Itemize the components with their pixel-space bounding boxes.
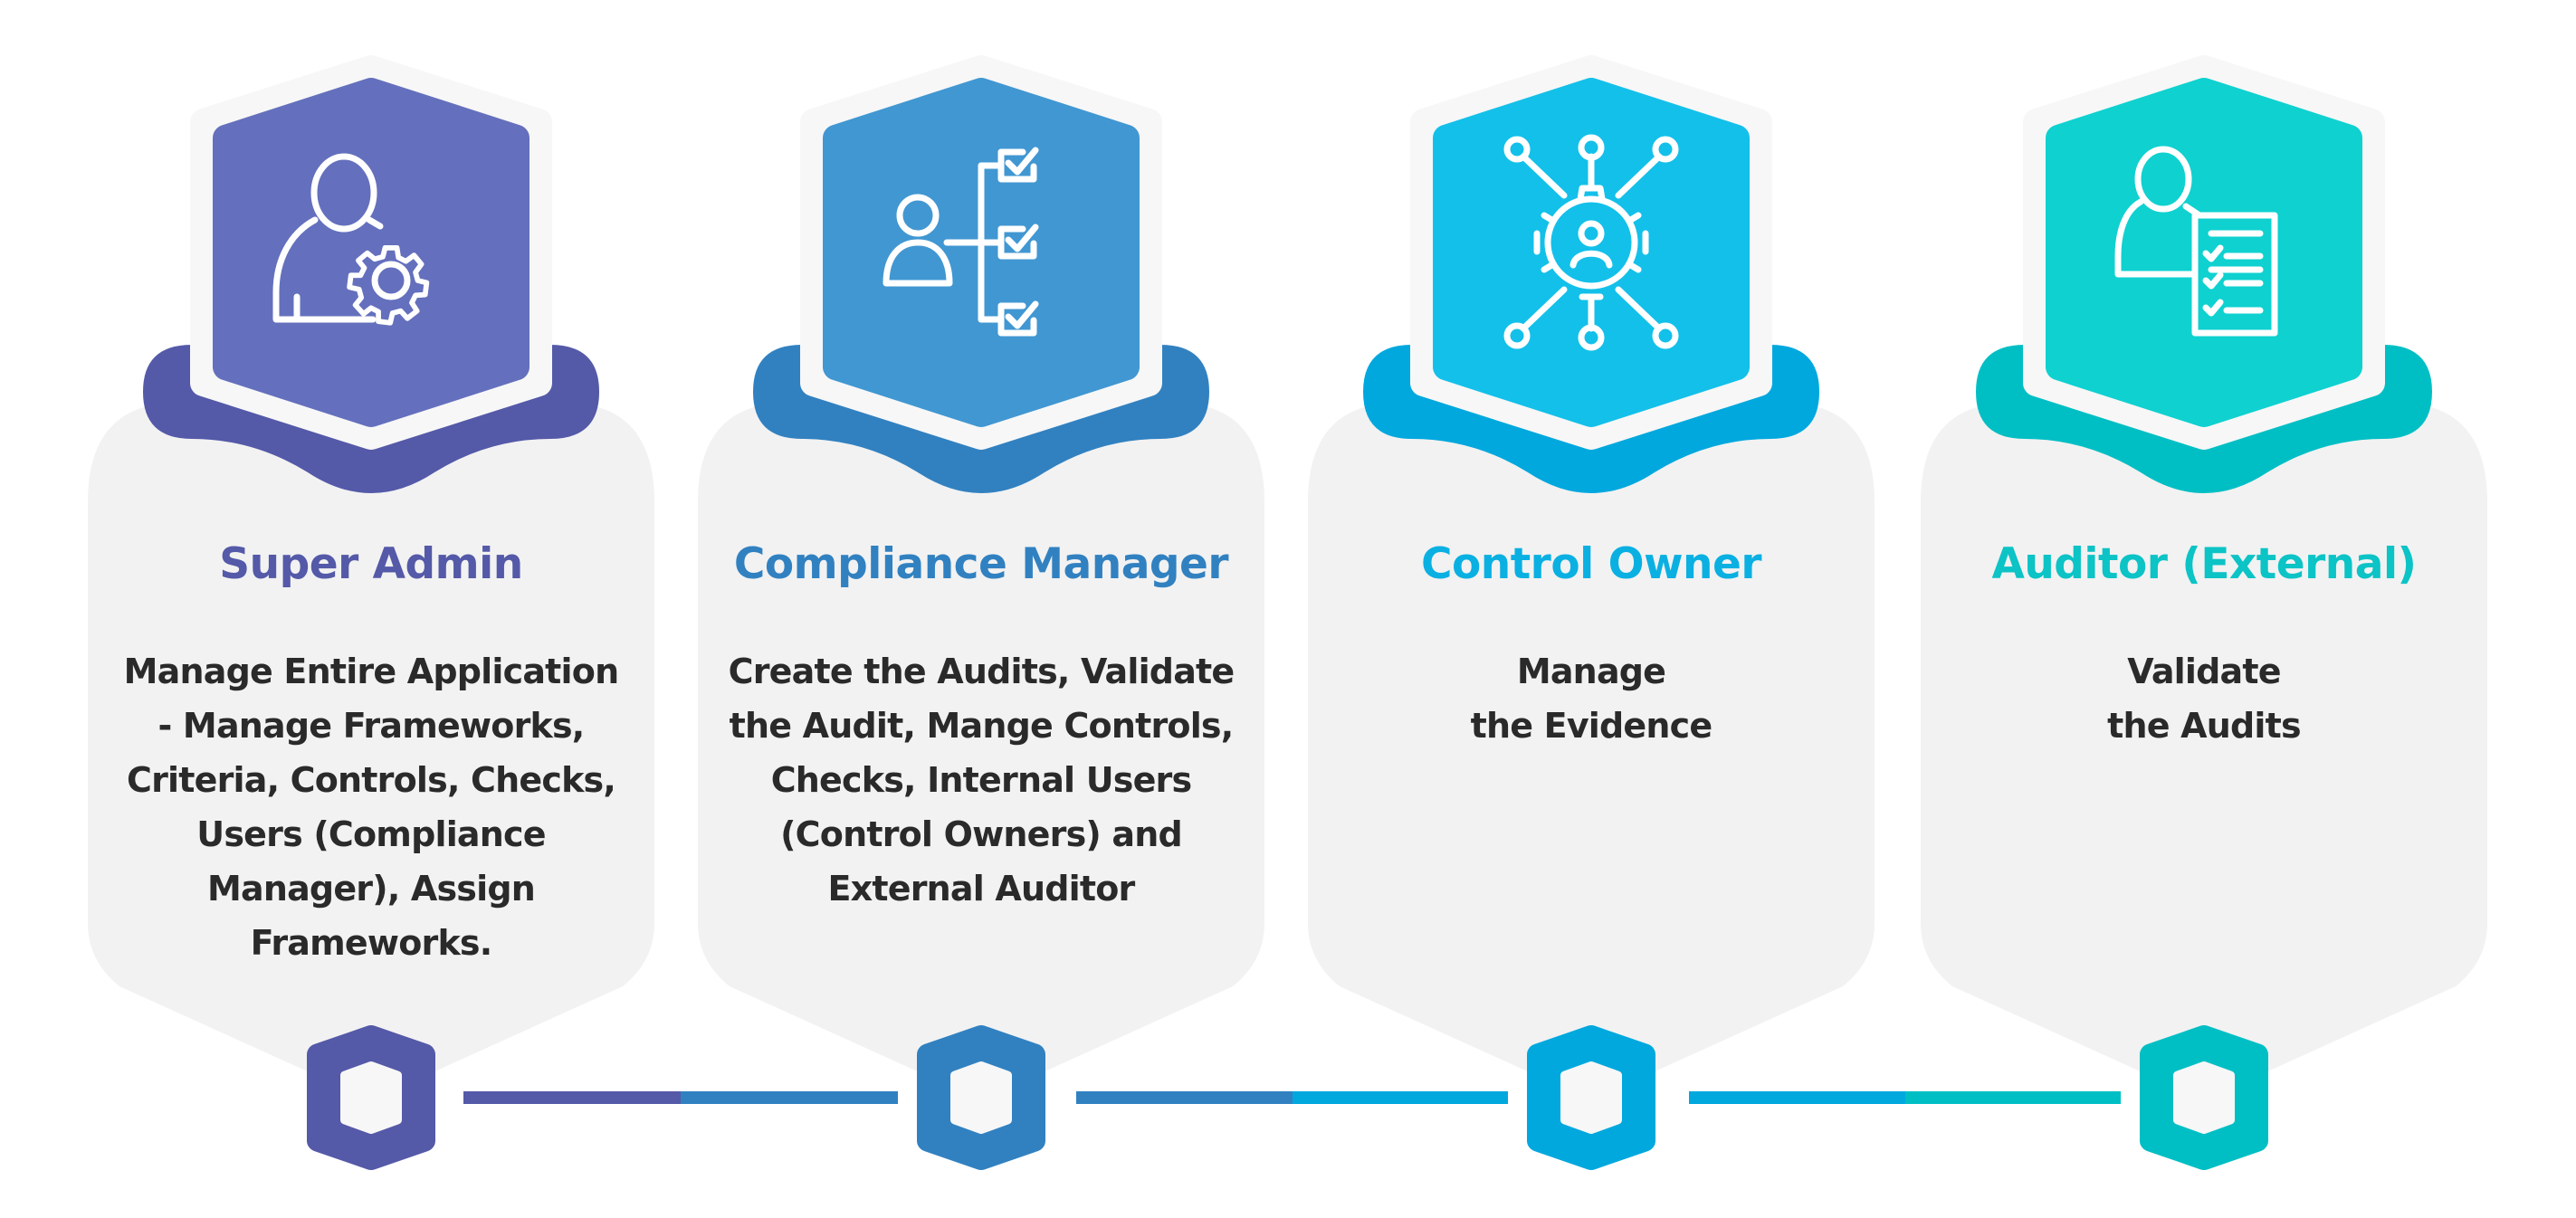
connector-segment	[1689, 1091, 1905, 1104]
role-description: Manage Entire Application - Manage Framew…	[91, 644, 652, 970]
role-card-graphic	[1308, 55, 1875, 1170]
description-line: External Auditor	[827, 869, 1136, 909]
role-card-2: Compliance Manager Create the Audits, Va…	[664, 0, 1298, 1218]
icon-hexagon	[213, 78, 530, 427]
role-card-4: Auditor (External) Validate the Audits	[1887, 0, 2521, 1218]
description-line: Frameworks.	[250, 923, 493, 963]
role-title: Super Admin	[219, 539, 523, 589]
role-card-3: Control Owner Manage the Evidence	[1274, 0, 1908, 1218]
description-line: the Evidence	[1470, 706, 1713, 746]
description-line: Manage	[1516, 652, 1666, 691]
connector-segment	[1904, 1091, 2121, 1104]
description-line: Manage Entire Application	[123, 652, 619, 691]
card-background	[698, 403, 1264, 1093]
connector-line	[1689, 1091, 2121, 1104]
role-title: Control Owner	[1420, 539, 1762, 589]
description-line: (Control Owners) and	[780, 814, 1183, 854]
connector-segment	[681, 1091, 898, 1104]
card-background	[88, 403, 654, 1093]
role-card-graphic	[1921, 55, 2487, 1170]
description-line: Manager), Assign	[206, 869, 536, 909]
role-description: Validate the Audits	[1923, 644, 2485, 753]
description-line: Validate	[2127, 652, 2281, 691]
description-line: - Manage Frameworks,	[157, 706, 586, 746]
description-line: Criteria, Controls, Checks,	[127, 760, 616, 800]
role-title: Compliance Manager	[733, 539, 1229, 589]
connector-line	[463, 1091, 898, 1104]
card-background	[1921, 403, 2487, 1093]
step-hexagon-center	[2173, 1061, 2235, 1134]
role-card-graphic	[88, 55, 654, 1170]
user-checklist-tree-icon	[883, 147, 1039, 337]
role-description: Create the Audits, Validate the Audit, Ma…	[701, 644, 1262, 916]
description-line: the Audit, Mange Controls,	[729, 706, 1235, 746]
connector-segment	[1076, 1091, 1293, 1104]
step-hexagon-center	[950, 1061, 1012, 1134]
description-line: Users (Compliance	[196, 814, 546, 854]
role-card-graphic	[698, 55, 1264, 1170]
connector-line	[1076, 1091, 1508, 1104]
step-hexagon-center	[340, 1061, 402, 1134]
role-title: Auditor (External)	[1991, 539, 2417, 589]
connector-segment	[1292, 1091, 1508, 1104]
description-line: Checks, Internal Users	[770, 760, 1192, 800]
description-line: the Audits	[2107, 706, 2302, 746]
user-clipboard-icon	[2114, 146, 2278, 337]
step-hexagon-center	[1560, 1061, 1622, 1134]
description-line: Create the Audits, Validate	[728, 652, 1236, 691]
card-background	[1308, 403, 1875, 1093]
connector-segment	[463, 1091, 681, 1104]
gear-network-icon	[1503, 134, 1679, 351]
role-description: Manage the Evidence	[1311, 644, 1872, 753]
user-gear-icon	[272, 153, 430, 326]
role-card-1: Super Admin Manage Entire Application - M…	[54, 0, 688, 1218]
